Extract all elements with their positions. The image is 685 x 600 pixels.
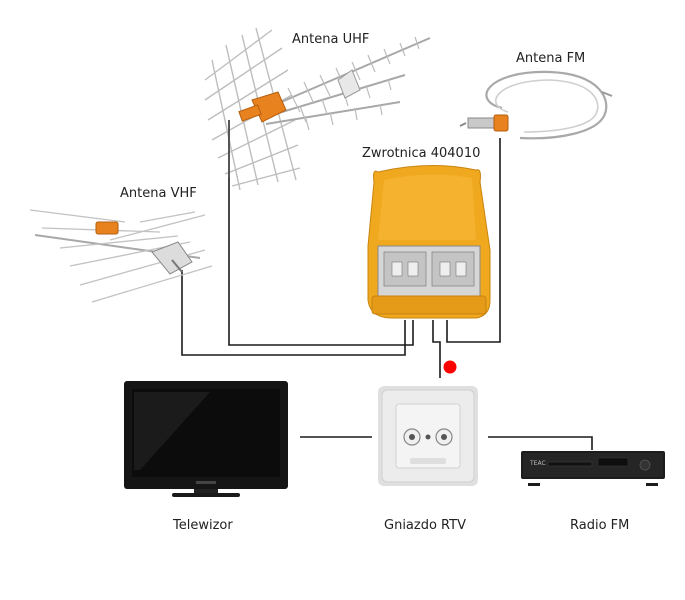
cable-fm <box>446 138 501 343</box>
uhf-antenna-image <box>204 27 431 191</box>
cable-vhf <box>181 270 406 356</box>
indicator-dot <box>443 360 457 374</box>
label-tv: Telewizor <box>173 518 233 533</box>
label-fm-antenna: Antena FM <box>516 51 586 66</box>
radio-image: TEAC <box>521 451 665 486</box>
label-radio: Radio FM <box>570 518 630 533</box>
cable-radio <box>488 436 593 450</box>
splitter-image <box>367 165 491 319</box>
fm-antenna-image <box>459 70 613 140</box>
cable-uhf <box>228 178 414 346</box>
radio-brand-text: TEAC <box>529 460 546 467</box>
label-splitter: Zwrotnica 404010 <box>362 146 481 161</box>
cables <box>181 138 593 450</box>
label-uhf-antenna: Antena UHF <box>292 32 370 47</box>
label-vhf-antenna: Antena VHF <box>120 186 197 201</box>
tv-image <box>124 381 288 497</box>
vhf-antenna-image <box>29 209 213 303</box>
cable-splitter-socket <box>432 320 441 378</box>
label-socket: Gniazdo RTV <box>384 518 466 533</box>
socket-image <box>378 386 478 486</box>
